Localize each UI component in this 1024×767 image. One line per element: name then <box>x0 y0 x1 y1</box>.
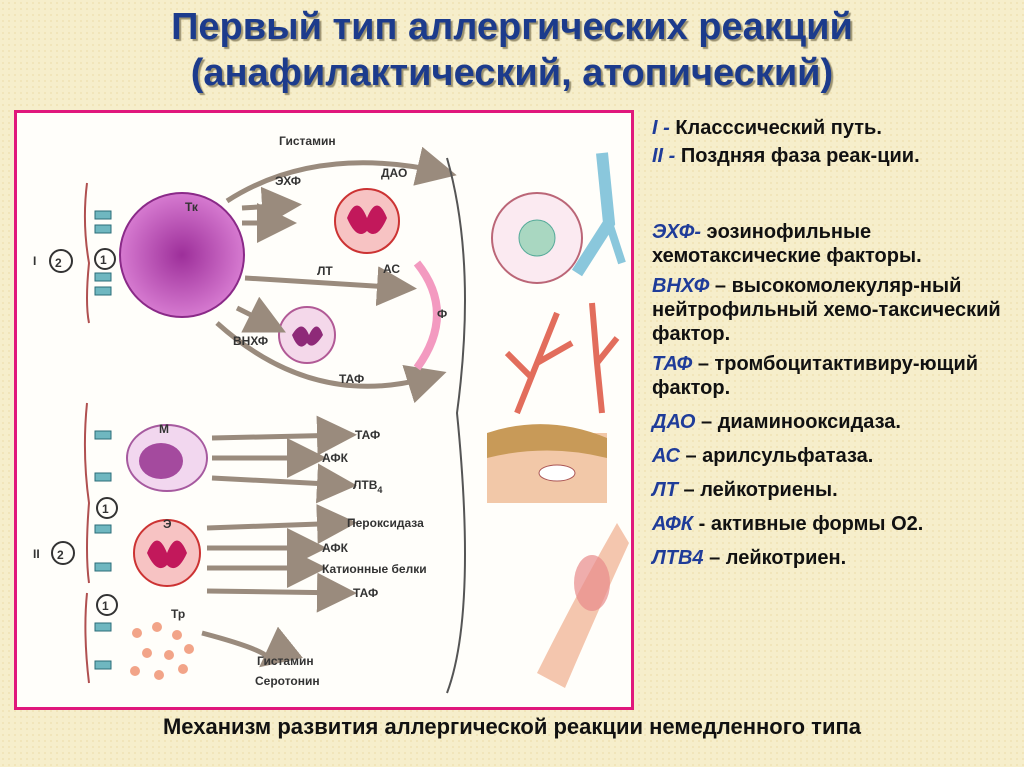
circle-2-bottom <box>51 541 75 565</box>
cell-membrane-left <box>83 182 91 684</box>
platelets <box>130 622 194 680</box>
legend-item-5: ТАФ – тромбоцитактивиру-ющий фактор. <box>652 353 979 399</box>
arrows <box>201 146 457 668</box>
taf-label-2: ТАФ <box>355 428 380 442</box>
legend-item-6: ДАО – диаминооксидаза. <box>652 411 901 433</box>
circle-1-mid <box>96 497 118 519</box>
num-2-top: 2 <box>55 256 62 270</box>
mast-cell-label: Тк <box>185 200 199 214</box>
eosinophil-label: Э <box>163 517 172 531</box>
monocyte-nucleus <box>139 443 183 479</box>
ehf-label: ЭХФ <box>275 174 301 188</box>
num-2-bottom: 2 <box>57 548 64 562</box>
roman-ii-label: II <box>33 547 40 561</box>
circle-1-top <box>94 248 116 270</box>
eosinophil-bottom-nucleus <box>147 540 187 569</box>
histamine-bottom-label: Гистамин <box>257 654 314 668</box>
legend-item-1: I - Класссический путь. <box>652 117 882 139</box>
page-title: Первый тип аллергических реакций (анафил… <box>0 4 1024 96</box>
num-1-top: 1 <box>100 253 107 267</box>
mechanism-diagram: I 2 1 II 2 1 1 Тк М Э <box>14 110 634 710</box>
legend-item-3: ЭХФ- эозинофильные хемотаксические факто… <box>652 221 922 267</box>
arm-illustration <box>537 523 629 688</box>
legend-item-7: АС – арилсульфатаза. <box>652 445 874 467</box>
bronchus-illustration <box>491 152 626 284</box>
vessels-illustration <box>504 302 620 415</box>
serotonin-label: Серотонин <box>255 674 320 688</box>
vnhf-label: ВНХФ <box>233 334 268 348</box>
histamine-top-label: Гистамин <box>279 134 336 148</box>
as-label: АС <box>383 262 400 276</box>
brace-line <box>446 157 466 694</box>
platelets-label: Тр <box>171 607 185 621</box>
eosinophil-nucleus <box>347 205 387 235</box>
title-line-2: (анафилактический, атопический) <box>190 52 834 94</box>
legend-item-8: ЛТ – лейкотриены. <box>652 479 838 501</box>
face-illustration <box>487 424 607 503</box>
diagram-svg: I 2 1 II 2 1 1 Тк М Э <box>33 134 629 694</box>
peroxidase-label: Пероксидаза <box>347 516 424 530</box>
legend-item-9: АФК - активные формы О2. <box>652 513 924 535</box>
num-1-low: 1 <box>102 599 109 613</box>
dao-label: ДАО <box>381 166 407 180</box>
f-label: Ф <box>437 307 447 321</box>
taf-label-1: ТАФ <box>339 372 364 386</box>
ltv4-label: ЛТВ4 <box>353 478 382 495</box>
monocyte-label: М <box>159 422 169 436</box>
circle-2-top <box>49 249 73 273</box>
afk-label-2: АФК <box>322 541 349 555</box>
receptors <box>94 210 112 670</box>
neutrophil-nucleus <box>292 326 323 347</box>
legend-item-4: ВНХФ – высокомолекуляр-ный нейтрофильный… <box>652 275 1001 345</box>
legend: I - Класссический путь. II - Поздняя фаз… <box>652 116 1022 570</box>
pink-arrow <box>413 260 441 371</box>
title-line-1: Первый тип аллергических реакций <box>171 6 853 48</box>
roman-i-label: I <box>33 254 36 268</box>
mast-cell <box>119 192 245 318</box>
num-1-mid: 1 <box>102 502 109 516</box>
lt-label: ЛТ <box>317 264 333 278</box>
legend-item-10: ЛТВ4 – лейкотриен. <box>652 547 847 569</box>
legend-item-2: II - Поздняя фаза реак-ции. <box>652 145 920 167</box>
cationic-proteins-label: Катионные белки <box>322 562 427 576</box>
circle-1-low <box>96 594 118 616</box>
taf-label-3: ТАФ <box>353 586 378 600</box>
afk-label-1: АФК <box>322 451 349 465</box>
figure-caption: Механизм развития аллергической реакции … <box>162 714 861 739</box>
